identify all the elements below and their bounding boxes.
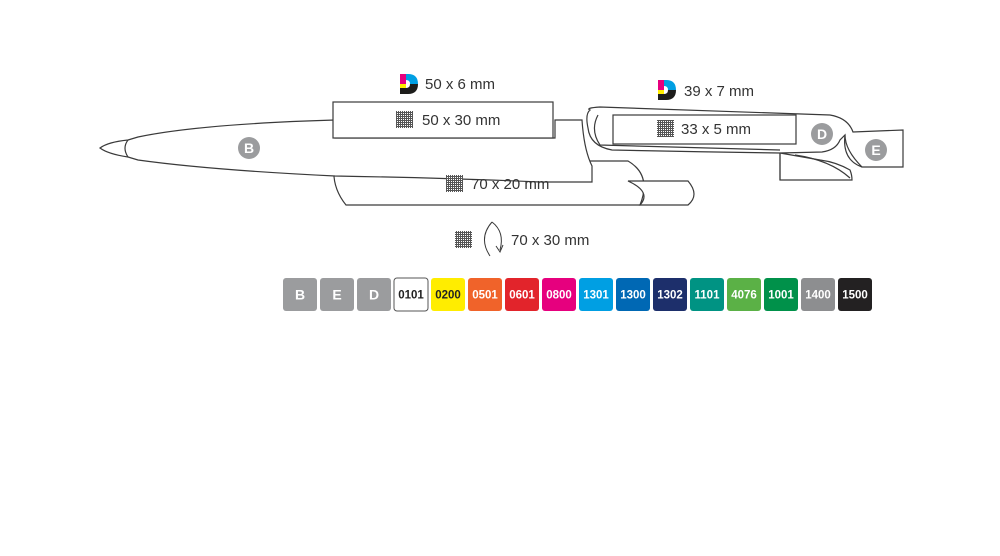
- swatch-label: 1300: [620, 290, 646, 302]
- swatch-label: 4076: [731, 290, 757, 302]
- svg-text:39 x 7 mm: 39 x 7 mm: [684, 83, 754, 100]
- color-swatch-0101: 0101: [393, 277, 429, 312]
- color-swatch-0800: 0800: [542, 278, 576, 311]
- svg-text:50 x 30 mm: 50 x 30 mm: [422, 112, 500, 129]
- swatch-label: B: [295, 287, 305, 303]
- pen-barrel: [98, 119, 593, 183]
- color-swatch-0501: 0501: [468, 278, 502, 311]
- swatch-label: 1101: [695, 290, 721, 302]
- swatch-label: D: [369, 287, 379, 303]
- swatch-label: 1001: [768, 290, 794, 302]
- zone-swatch-b: B: [283, 278, 317, 311]
- pen-lower-cap: [627, 180, 695, 206]
- swatch-label: 0501: [472, 290, 498, 302]
- svg-text:B: B: [244, 140, 254, 156]
- zone-swatch-e: E: [320, 278, 354, 311]
- screen-print-icon: [446, 175, 463, 192]
- color-swatch-1101: 1101: [690, 278, 724, 311]
- color-swatch-row: B E D 0101 0200 0501 0601 0800 1301 1300 1302 1101 4…: [283, 277, 872, 312]
- svg-text:33 x 5 mm: 33 x 5 mm: [681, 121, 751, 138]
- zone-swatch-d: D: [357, 278, 391, 311]
- print-box-clip: [612, 114, 797, 145]
- pen-clip-inner: [593, 114, 781, 151]
- digital-print-icon: [658, 80, 676, 100]
- svg-text:50 x 6 mm: 50 x 6 mm: [425, 76, 495, 93]
- pen-tip-ring: [124, 139, 129, 158]
- zone-marker-e: E: [865, 139, 887, 161]
- screen-print-clip: 33 x 5 mm: [657, 120, 751, 138]
- color-swatch-0601: 0601: [505, 278, 539, 311]
- swatch-label: E: [332, 287, 341, 303]
- swatch-label: 1302: [657, 290, 683, 302]
- color-swatch-1400: 1400: [801, 278, 835, 311]
- screen-print-icon: [657, 120, 674, 137]
- swatch-label: 0601: [509, 290, 535, 302]
- svg-text:70 x 30 mm: 70 x 30 mm: [511, 232, 589, 249]
- digital-print-clip: 39 x 7 mm: [658, 80, 754, 100]
- print-box-top: [332, 101, 554, 139]
- color-swatch-1302: 1302: [653, 278, 687, 311]
- swatch-label: 0800: [546, 290, 572, 302]
- svg-text:70 x 20 mm: 70 x 20 mm: [471, 176, 549, 193]
- color-swatch-0200: 0200: [431, 278, 465, 311]
- zone-marker-d: D: [811, 123, 833, 145]
- svg-text:E: E: [871, 142, 880, 158]
- color-swatch-4076: 4076: [727, 278, 761, 311]
- screen-print-top: 50 x 30 mm: [396, 111, 500, 129]
- svg-text:D: D: [817, 126, 827, 142]
- swatch-label: 1301: [583, 290, 609, 302]
- swatch-label: 0101: [398, 290, 424, 302]
- pen-clip-curve: [794, 154, 851, 179]
- screen-print-icon: [396, 111, 413, 128]
- screen-print-bottom: 70 x 20 mm: [446, 175, 549, 193]
- swatch-label: 0200: [435, 290, 461, 302]
- rotary-print: 70 x 30 mm: [455, 221, 589, 257]
- rotate-arrow-icon: [484, 221, 504, 257]
- color-swatch-1001: 1001: [764, 278, 798, 311]
- pen-clip-end: [844, 134, 863, 168]
- screen-print-icon: [455, 231, 472, 248]
- zone-marker-b: B: [238, 137, 260, 159]
- color-swatch-1500: 1500: [838, 278, 872, 311]
- swatch-label: 1400: [805, 290, 831, 302]
- color-swatch-1300: 1300: [616, 278, 650, 311]
- color-swatch-1301: 1301: [579, 278, 613, 311]
- digital-print-top: 50 x 6 mm: [400, 74, 495, 94]
- swatch-label: 1500: [842, 290, 868, 302]
- pen-drawing: [98, 101, 904, 206]
- digital-print-icon: [400, 74, 418, 94]
